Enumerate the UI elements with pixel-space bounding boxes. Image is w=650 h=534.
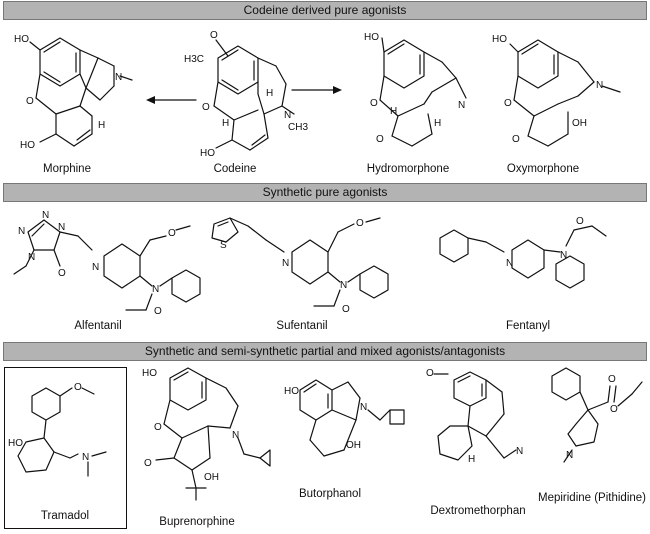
hydromorphone-atom-o: O xyxy=(370,98,378,109)
buprenorphine-atom-oh: OH xyxy=(204,472,219,483)
butorphanol-atom-oh: OH xyxy=(346,440,361,451)
buprenorphine-atom-ho: HO xyxy=(142,368,157,379)
alfentanil-atom-n2: N xyxy=(58,222,65,233)
section-title: Synthetic and semi-synthetic partial and… xyxy=(144,344,506,358)
codeine-atom-o2: O xyxy=(202,102,210,113)
compound-name-mepiridine: Mepiridine (Pithidine) xyxy=(537,492,647,504)
dextromethorphan-atom-o: O xyxy=(426,368,434,379)
alfentanil-atom-n4: N xyxy=(28,252,35,263)
alfentanil-atom-o2: O xyxy=(168,228,176,239)
morphine-atom-h: H xyxy=(98,120,105,131)
mepiridine-structure: O O N xyxy=(551,367,643,463)
sufentanil-atom-n1: N xyxy=(282,258,289,269)
dextromethorphan-atom-h: H xyxy=(468,454,475,465)
sufentanil-atom-o1: O xyxy=(356,218,364,229)
codeine-atom-ch3: CH3 xyxy=(288,122,308,133)
codeine-atom-h: H xyxy=(222,118,229,129)
hydromorphone-atom-o2: O xyxy=(376,134,384,145)
fentanyl-atom-o: O xyxy=(576,216,584,227)
hydromorphone-atom-h2: H xyxy=(434,118,441,129)
section-header-codeine-derived: Codeine derived pure agonists xyxy=(3,1,647,20)
morphine-atom-ho: HO xyxy=(14,34,29,45)
sufentanil-atom-o2: O xyxy=(342,304,350,315)
alfentanil-atom-o3: O xyxy=(154,306,162,316)
oxymorphone-atom-o2: O xyxy=(512,134,520,145)
buprenorphine-structure: HO O O N OH xyxy=(142,367,271,501)
hydromorphone-atom-h: H xyxy=(390,106,397,117)
tramadol-structure: O HO N xyxy=(8,382,107,477)
codeine-atom-h2: H xyxy=(266,88,273,99)
sufentanil-structure: S N O N O xyxy=(211,217,389,315)
hydromorphone-atom-ho: HO xyxy=(364,32,379,43)
morphine-atom-ho2: HO xyxy=(20,140,35,151)
morphine-atom-o: O xyxy=(26,96,34,107)
oxymorphone-atom-o: O xyxy=(504,98,512,109)
butorphanol-structure: HO N OH xyxy=(284,379,405,457)
butorphanol-atom-ho: HO xyxy=(284,386,299,397)
section-title: Synthetic pure agonists xyxy=(262,185,388,199)
sufentanil-atom-n2: N xyxy=(340,280,347,291)
oxymorphone-atom-ho: HO xyxy=(492,34,507,45)
codeine-atom-ho: HO xyxy=(200,148,215,159)
mepiridine-atom-o1: O xyxy=(608,374,616,385)
hydromorphone-atom-n: N xyxy=(458,100,465,111)
alfentanil-structure: N N N N O N O N O xyxy=(13,210,201,316)
alfentanil-atom-n1: N xyxy=(42,210,49,221)
codeine-atom-h3c: H3C xyxy=(184,54,204,65)
hydromorphone-structure: HO O H O H N xyxy=(364,32,467,147)
section-title: Codeine derived pure agonists xyxy=(243,3,407,17)
buprenorphine-atom-o1: O xyxy=(154,422,162,433)
codeine-atom-n: N xyxy=(284,110,291,121)
dextromethorphan-structure: O H N xyxy=(426,368,523,465)
fentanyl-atom-n1: N xyxy=(506,258,513,269)
compound-name-butorphanol: Butorphanol xyxy=(298,488,362,500)
compound-name-tramadol: Tramadol xyxy=(40,510,90,522)
codeine-atom-o: O xyxy=(210,30,218,41)
mepiridine-atom-n: N xyxy=(566,450,573,461)
compound-name-buprenorphine: Buprenorphine xyxy=(159,516,235,528)
compound-name-dextromethorphan: Dextromethorphan xyxy=(430,505,526,517)
oxymorphone-atom-oh: OH xyxy=(572,118,587,129)
codeine-structure: O H3C O H H N CH3 HO xyxy=(184,30,308,159)
butorphanol-atom-n: N xyxy=(360,402,367,413)
alfentanil-atom-n3: N xyxy=(18,226,25,237)
buprenorphine-atom-o2: O xyxy=(144,458,152,469)
compound-name-alfentanil: Alfentanil xyxy=(74,320,122,332)
left-arrow-icon xyxy=(146,96,197,104)
sufentanil-atom-s: S xyxy=(220,240,227,251)
tramadol-highlight-box xyxy=(4,367,127,529)
morphine-atom-n: N xyxy=(115,72,122,83)
alfentanil-atom-n5: N xyxy=(92,262,99,273)
section-header-partial-mixed: Synthetic and semi-synthetic partial and… xyxy=(3,342,647,361)
alfentanil-atom-n6: N xyxy=(152,284,159,295)
compound-name-morphine: Morphine xyxy=(43,163,91,175)
mepiridine-atom-o2: O xyxy=(610,404,618,415)
tramadol-atom-o: O xyxy=(74,382,82,393)
section-header-synthetic-pure: Synthetic pure agonists xyxy=(3,183,647,202)
fentanyl-structure: N N O xyxy=(439,216,607,289)
morphine-structure: HO O N HO H xyxy=(14,34,133,151)
oxymorphone-atom-n: N xyxy=(596,80,603,91)
right-arrow-icon xyxy=(291,86,342,94)
alfentanil-atom-o1: O xyxy=(58,268,66,279)
oxymorphone-structure: HO O N O OH xyxy=(492,34,621,147)
compound-name-oxymorphone: Oxymorphone xyxy=(506,163,580,175)
tramadol-atom-n: N xyxy=(82,452,89,463)
compound-name-hydromorphone: Hydromorphone xyxy=(366,163,450,175)
dextromethorphan-atom-n: N xyxy=(516,446,523,457)
compound-name-fentanyl: Fentanyl xyxy=(505,320,551,332)
buprenorphine-atom-n: N xyxy=(232,430,239,441)
compound-name-codeine: Codeine xyxy=(213,163,257,175)
tramadol-atom-ho: HO xyxy=(8,438,23,449)
fentanyl-atom-n2: N xyxy=(560,250,567,261)
compound-name-sufentanil: Sufentanil xyxy=(276,320,328,332)
